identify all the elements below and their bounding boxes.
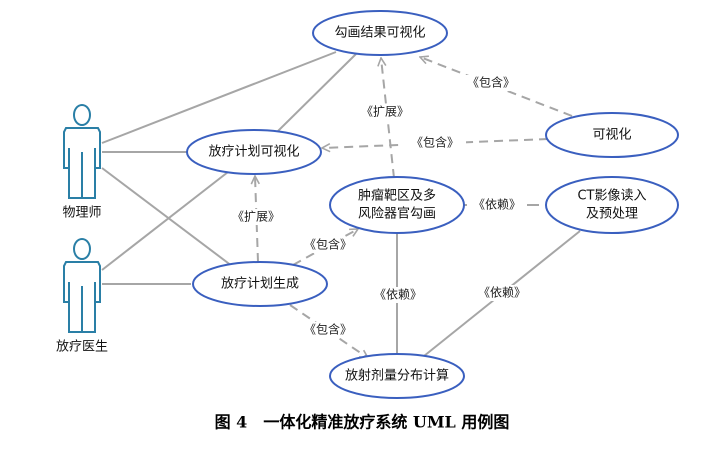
actor-label: 物理师: [62, 206, 101, 221]
usecase-label: 风险器官勾画: [358, 206, 436, 222]
assoc-plan-vis-contour-vis: [277, 53, 357, 132]
label-include: 《包含》: [304, 237, 352, 252]
usecase-vis[interactable]: 可视化: [545, 112, 679, 158]
usecase-plan-vis[interactable]: 放疗计划可视化: [186, 129, 322, 175]
usecase-label: 放疗计划生成: [221, 277, 299, 292]
usecase-contour-vis[interactable]: 勾画结果可视化: [312, 10, 448, 56]
usecase-label: 肿瘤靶区及多: [358, 188, 436, 204]
actor-physicist[interactable]: 物理师: [62, 104, 102, 221]
assoc-physicist-contour-vis: [101, 51, 337, 144]
usecase-label: 放射剂量分布计算: [345, 368, 449, 384]
label-extend: 《扩展》: [361, 105, 409, 119]
figure-caption: 图 4 一体化精准放疗系统 UML 用例图: [215, 413, 510, 432]
usecase-label: 及预处理: [586, 207, 638, 222]
usecase-label: CT影像读入: [577, 189, 646, 204]
label-include: 《包含》: [467, 75, 515, 90]
label-depend: 《依赖》: [478, 285, 526, 300]
label-extend: 《扩展》: [232, 210, 280, 224]
label-include: 《包含》: [304, 322, 352, 337]
relation-labels: 《扩展》 《包含》 《包含》 《扩展》 《包含》 《包含》 《依赖》 《依赖》 …: [226, 75, 532, 338]
label-depend: 《依赖》: [374, 287, 422, 302]
assoc-physicist-plan-gen: [101, 167, 233, 267]
usecase-contour[interactable]: 肿瘤靶区及多 风险器官勾画: [329, 176, 465, 234]
usecase-label: 勾画结果可视化: [334, 26, 425, 41]
assoc-doctor-plan-vis: [101, 171, 229, 271]
usecase-label: 可视化: [592, 128, 631, 143]
usecase-label: 放疗计划可视化: [208, 145, 299, 160]
label-include: 《包含》: [411, 135, 459, 150]
usecase-ct-preprocess[interactable]: CT影像读入 及预处理: [545, 176, 679, 234]
usecase-plan-gen[interactable]: 放疗计划生成: [192, 261, 328, 307]
label-depend: 《依赖》: [473, 197, 521, 212]
actor-doctor[interactable]: 放疗医生: [56, 238, 108, 355]
actor-label: 放疗医生: [56, 340, 108, 355]
actor-icon: [63, 104, 101, 199]
actor-icon: [63, 238, 101, 333]
usecase-dose-calc[interactable]: 放射剂量分布计算: [329, 353, 465, 399]
